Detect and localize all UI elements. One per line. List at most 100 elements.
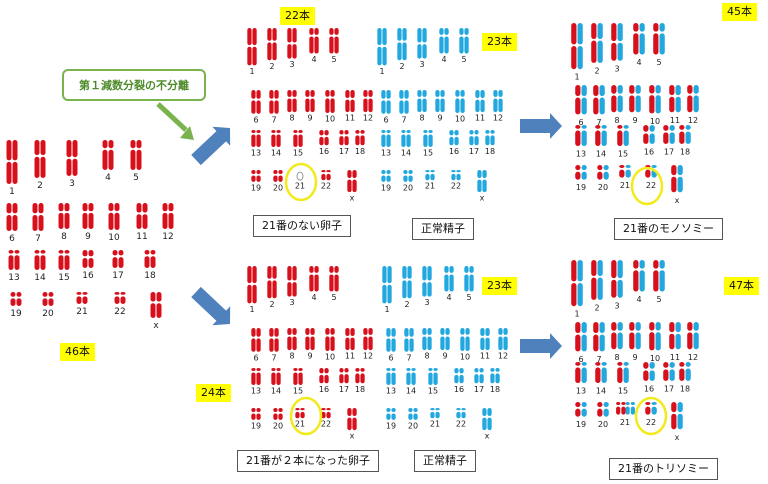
- chromosome-label: 12: [162, 232, 173, 242]
- chromosome-22: 22: [456, 408, 466, 429]
- chromosome-10: 10: [108, 203, 120, 243]
- chromosome-label: 13: [251, 387, 261, 396]
- chromosome-6: 6: [386, 328, 396, 362]
- count-zygote-bottom-badge: 47本: [724, 277, 759, 295]
- chromosome-label: 8: [289, 114, 294, 123]
- chromosome-label: 7: [406, 353, 411, 362]
- chromosome-label: 6: [578, 355, 583, 364]
- chromosome-label: 3: [69, 179, 75, 189]
- chromosome-label: 19: [251, 421, 261, 430]
- chromosome-21: 21: [76, 292, 88, 317]
- chromosome-label: 4: [636, 295, 641, 304]
- chromosome-label: 1: [249, 305, 254, 314]
- process-arrow: [191, 126, 231, 166]
- chromosome-6: 6: [575, 322, 587, 364]
- chromosome-label: 17: [474, 385, 484, 394]
- chromosome-16: 16: [643, 362, 655, 393]
- chromosome-13: 13: [8, 250, 20, 283]
- chromosome-label: x: [480, 194, 485, 203]
- chromosome-19: 19: [575, 165, 587, 192]
- chromosome-label: 4: [105, 173, 111, 183]
- chromosome-7: 7: [593, 322, 605, 364]
- process-arrow: [191, 286, 231, 326]
- chromosome-label: 21: [430, 420, 440, 429]
- chromosome-13: 13: [251, 130, 261, 158]
- chromosome-6: 6: [251, 90, 261, 124]
- chromosome-14: 14: [595, 362, 607, 396]
- chromosome-18: 18: [144, 250, 156, 281]
- chromosome-label: 14: [401, 149, 411, 158]
- chromosome-label: 6: [253, 353, 258, 362]
- highlight-ring: [289, 396, 323, 436]
- chromosome-18: 18: [355, 130, 365, 156]
- chromosome-label: 1: [249, 67, 254, 76]
- chromosome-label: 18: [490, 385, 500, 394]
- chromosome-20: 20: [273, 408, 283, 430]
- chromosome-label: 17: [664, 384, 674, 393]
- chromosome-4: 4: [633, 23, 645, 67]
- chromosome-3: 3: [66, 140, 78, 189]
- chromosome-label: 22: [114, 307, 125, 317]
- chromosome-label: 15: [428, 387, 438, 396]
- chromosome-4: 4: [444, 266, 454, 302]
- chromosome-label: 3: [289, 298, 294, 307]
- chromosome-11: 11: [345, 90, 355, 123]
- chromosome-label: 16: [319, 147, 329, 156]
- chromosome-label: x: [350, 194, 355, 203]
- chromosome-7: 7: [404, 328, 414, 362]
- chromosome-19: 19: [386, 408, 396, 430]
- count-parent-badge: 46本: [60, 343, 95, 361]
- chromosome-label: 11: [136, 232, 147, 242]
- chromosome-label: 12: [363, 352, 373, 361]
- chromosome-1: 1: [382, 266, 392, 314]
- chromosome-label: 8: [419, 114, 424, 123]
- chromosome-label: 7: [401, 115, 406, 124]
- chromosome-13: 13: [575, 362, 587, 396]
- chromosome-6: 6: [575, 85, 587, 127]
- chromosome-label: 22: [321, 420, 331, 429]
- chromosome-label: 1: [9, 187, 15, 197]
- chromosome-label: 6: [253, 115, 258, 124]
- chromosome-label: 10: [460, 352, 470, 361]
- chromosome-11: 11: [136, 203, 148, 242]
- chromosome-3: 3: [611, 23, 623, 73]
- chromosome-4: 4: [309, 266, 319, 302]
- chromosome-19: 19: [251, 408, 261, 430]
- chromosome-3: 3: [287, 28, 297, 69]
- chromosome-label: 17: [664, 147, 674, 156]
- chromosome-label: 21: [76, 307, 87, 317]
- chromosome-21: 21: [430, 408, 440, 429]
- chromosome-16: 16: [319, 130, 329, 156]
- chromosome-10: 10: [325, 90, 335, 123]
- chromosome-label: 11: [475, 114, 485, 123]
- chromosome-2: 2: [267, 28, 277, 71]
- chromosome-label: 22: [646, 181, 656, 190]
- chromosome-5: 5: [329, 266, 339, 302]
- chromosome-label: 9: [307, 114, 312, 123]
- chromosome-label: 20: [403, 183, 413, 192]
- chromosome-15: 15: [617, 125, 629, 159]
- chromosome-10: 10: [460, 328, 470, 361]
- chromosome-label: 6: [388, 353, 393, 362]
- chromosome-18: 18: [490, 368, 500, 394]
- chromosome-label: 9: [632, 353, 637, 362]
- chromosome-8: 8: [611, 85, 623, 125]
- chromosome-11: 11: [669, 322, 681, 362]
- chromosome-label: 16: [454, 385, 464, 394]
- chromosome-label: 9: [437, 114, 442, 123]
- chromosome-13: 13: [386, 368, 396, 396]
- chromosome-label: 16: [82, 271, 94, 281]
- chromosome-label: 4: [311, 55, 316, 64]
- chromosome-label: 16: [449, 147, 459, 156]
- chromosome-label: 16: [644, 147, 654, 156]
- chromosome-label: 1: [574, 310, 579, 319]
- chromosome-label: 2: [594, 303, 599, 312]
- chromosome-label: 8: [289, 352, 294, 361]
- chromosome-label: 3: [614, 64, 619, 73]
- chromosome-8: 8: [58, 203, 70, 242]
- callout-pointer: [156, 102, 188, 132]
- chromosome-13: 13: [381, 130, 391, 158]
